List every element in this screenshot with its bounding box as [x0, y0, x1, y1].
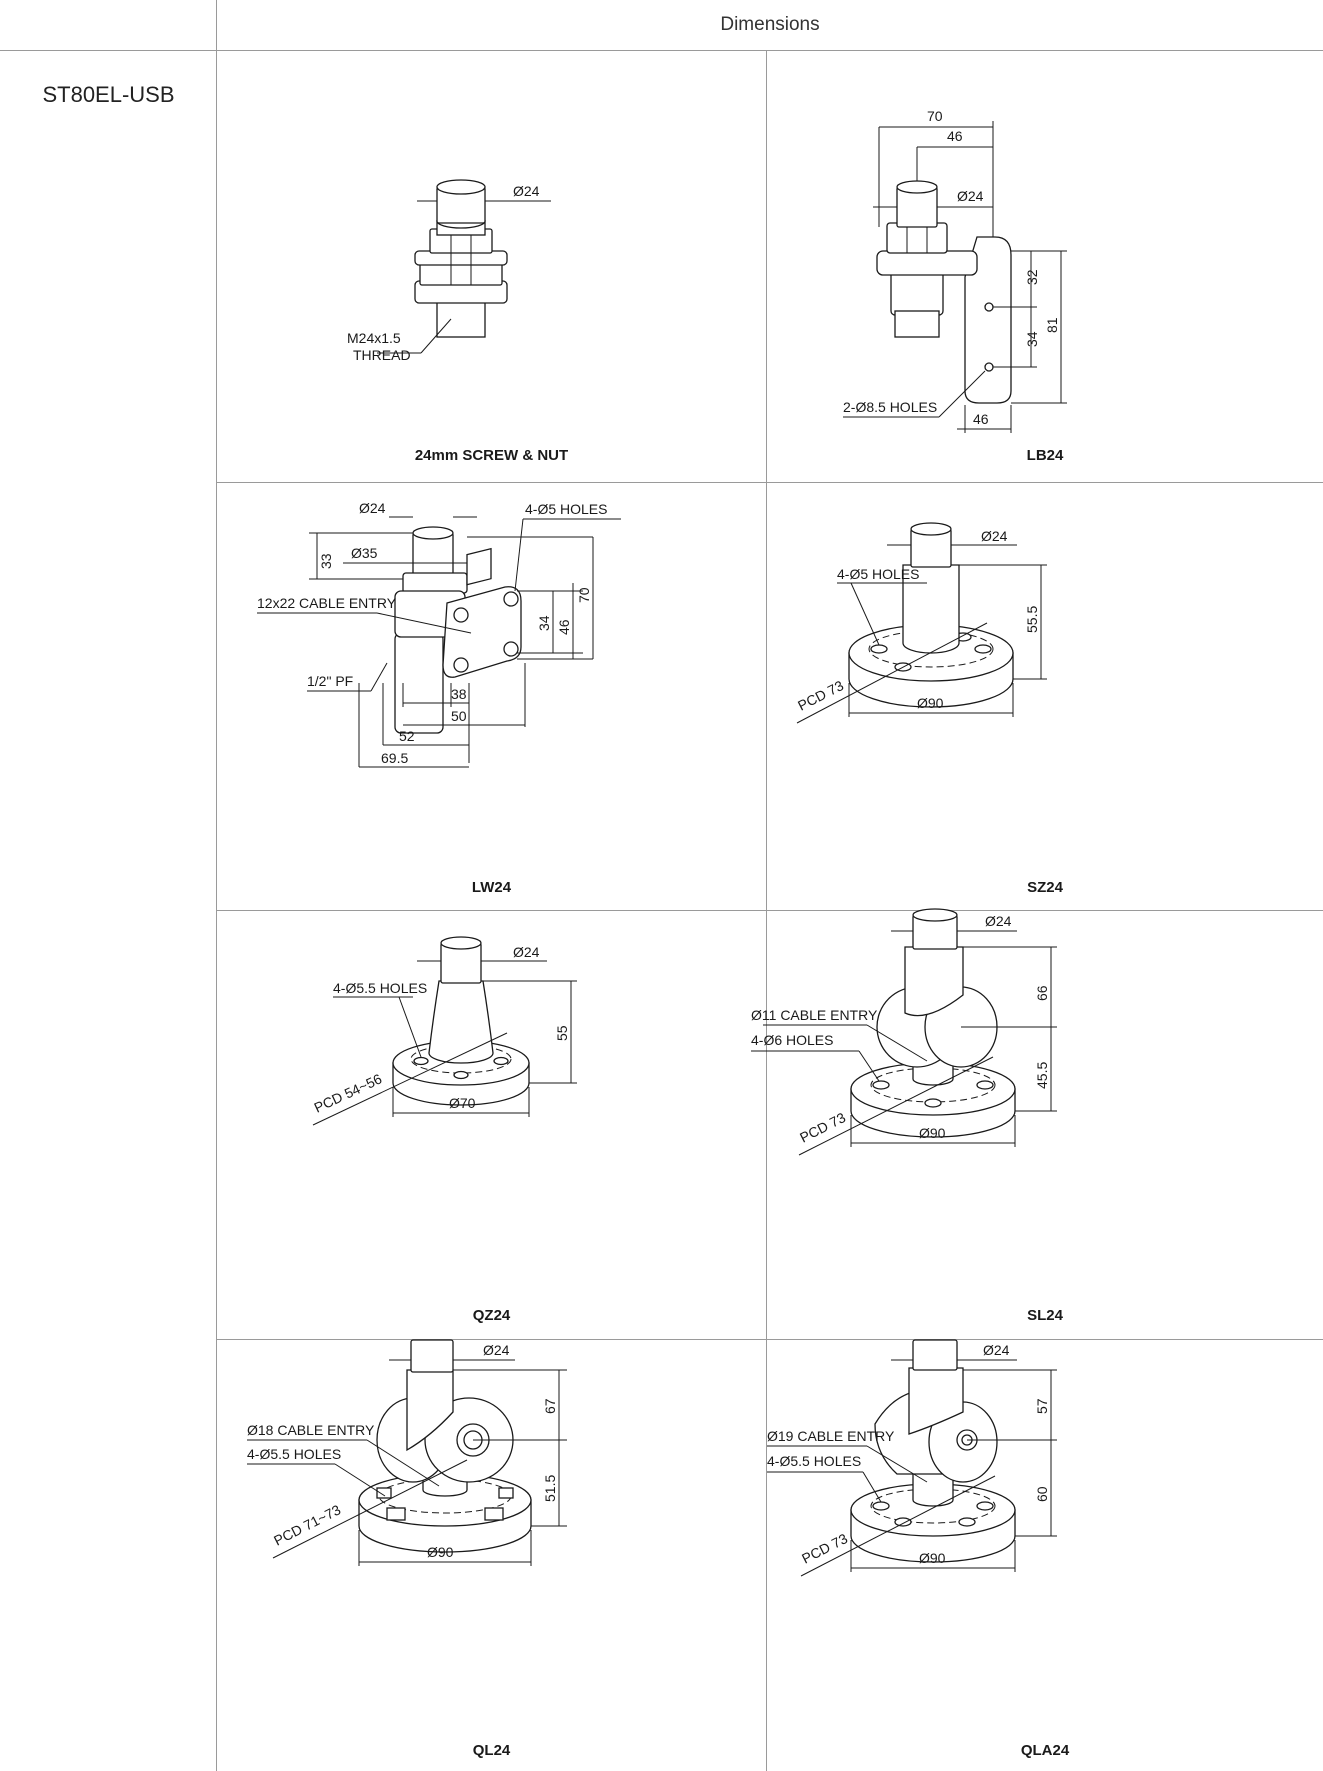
lw24-holes-label: 4-Ø5 HOLES	[525, 501, 607, 517]
sl24-dim-66: 66	[1034, 985, 1050, 1001]
ql24-dim-67: 67	[542, 1398, 558, 1414]
lw24-dim-d35: Ø35	[351, 545, 378, 561]
qz24-drawing: Ø24 4-Ø5.5 HOLES 55 PCD 54~56 Ø70	[312, 936, 577, 1126]
lb24-dim-46-top: 46	[947, 128, 963, 144]
qz24-dim-55: 55	[554, 1025, 570, 1041]
sz24-dim-555: 55.5	[1024, 606, 1040, 633]
cell-lb24: 70 46 Ø24 32 34 81 2-Ø8.5 HOLES 46 LB24	[767, 51, 1323, 482]
ql24-holes-label: 4-Ø5.5 HOLES	[247, 1446, 341, 1462]
sz24-pcd-label: PCD 73	[795, 677, 846, 714]
header-bottom-rule	[0, 50, 1323, 51]
row-rule-1	[217, 482, 1323, 483]
cell-lw24: Ø24 4-Ø5 HOLES 33 Ø35 12x22 CABLE ENTRY …	[217, 483, 766, 910]
lw24-dim-46: 46	[556, 619, 572, 635]
label-column-rule	[216, 0, 217, 1771]
model-name: ST80EL-USB	[42, 82, 175, 107]
lw24-pf-label: 1/2" PF	[307, 673, 353, 689]
qz24-dim-d70: Ø70	[449, 1095, 476, 1111]
lw24-dim-33: 33	[318, 553, 334, 569]
cell-qz24: Ø24 4-Ø5.5 HOLES 55 PCD 54~56 Ø70 QZ24	[217, 911, 766, 1339]
row-rule-2	[217, 910, 1323, 911]
lb24-drawing: 70 46 Ø24 32 34 81 2-Ø8.5 HOLES 46	[843, 108, 1067, 433]
ql24-dim-d24: Ø24	[483, 1342, 510, 1358]
screw-nut-drawing: Ø24 M24x1.5 THREAD	[347, 179, 551, 363]
sl24-drawing: Ø24 66 45.5 Ø11 CABLE ENTRY 4-Ø6 HOLES P…	[751, 908, 1057, 1156]
lb24-dim-46-bottom: 46	[973, 411, 989, 427]
lw24-cable-label: 12x22 CABLE ENTRY	[257, 595, 397, 611]
sl24-dim-d90: Ø90	[919, 1125, 946, 1141]
caption-lb24: LB24	[1026, 447, 1064, 464]
lw24-dim-70: 70	[576, 587, 592, 603]
caption-sl24: SL24	[1027, 1307, 1063, 1324]
row-rule-3	[217, 1339, 1323, 1340]
sl24-cable-label: Ø11 CABLE ENTRY	[751, 1007, 878, 1023]
cell-sz24: Ø24 4-Ø5 HOLES 55.5 PCD 73 Ø90 SZ24	[767, 483, 1323, 910]
sz24-dim-d24: Ø24	[981, 528, 1008, 544]
lb24-dim-34: 34	[1024, 331, 1040, 347]
ql24-cable-label: Ø18 CABLE ENTRY	[247, 1422, 375, 1438]
caption-lw24: LW24	[471, 879, 512, 896]
caption-screw-nut: 24mm SCREW & NUT	[414, 447, 569, 464]
qla24-dim-d90: Ø90	[919, 1550, 946, 1566]
caption-qla24: QLA24	[1020, 1742, 1070, 1759]
lw24-dim-38: 38	[451, 686, 467, 702]
ql24-dim-d90: Ø90	[427, 1544, 454, 1560]
screw-thread-label-1: M24x1.5	[347, 330, 401, 346]
qz24-holes-label: 4-Ø5.5 HOLES	[333, 980, 427, 996]
lw24-dim-d24: Ø24	[359, 500, 386, 516]
lw24-dim-34: 34	[536, 615, 552, 631]
sz24-dim-d90: Ø90	[917, 695, 944, 711]
cell-screw-nut: Ø24 M24x1.5 THREAD 24mm SCREW & NUT	[217, 51, 766, 482]
cell-qla24: Ø24 57 60 Ø19 CABLE ENTRY 4-Ø5.5 HOLES P…	[767, 1339, 1323, 1771]
lb24-dim-d24: Ø24	[957, 188, 984, 204]
qla24-holes-label: 4-Ø5.5 HOLES	[767, 1453, 861, 1469]
sl24-dim-d24: Ø24	[985, 913, 1012, 929]
screw-dim-d24: Ø24	[513, 183, 540, 199]
qla24-pcd-label: PCD 73	[799, 1530, 850, 1567]
cell-sl24: Ø24 66 45.5 Ø11 CABLE ENTRY 4-Ø6 HOLES P…	[751, 908, 1323, 1339]
qla24-drawing: Ø24 57 60 Ø19 CABLE ENTRY 4-Ø5.5 HOLES P…	[767, 1339, 1057, 1577]
qla24-dim-57: 57	[1034, 1398, 1050, 1414]
dimensions-header: Dimensions	[720, 14, 820, 35]
sz24-holes-label: 4-Ø5 HOLES	[837, 566, 919, 582]
qla24-dim-60: 60	[1034, 1486, 1050, 1502]
qla24-dim-d24: Ø24	[983, 1342, 1010, 1358]
ql24-dim-515: 51.5	[542, 1475, 558, 1502]
caption-qz24: QZ24	[472, 1307, 511, 1324]
caption-ql24: QL24	[472, 1742, 511, 1759]
cell-ql24: Ø24 67 51.5 Ø18 CABLE ENTRY 4-Ø5.5 HOLES…	[217, 1339, 766, 1771]
qla24-cable-label: Ø19 CABLE ENTRY	[767, 1428, 895, 1444]
lb24-dim-32: 32	[1024, 269, 1040, 285]
sl24-holes-label: 4-Ø6 HOLES	[751, 1032, 833, 1048]
ql24-pcd-label: PCD 71~73	[271, 1501, 343, 1548]
ql24-drawing: Ø24 67 51.5 Ø18 CABLE ENTRY 4-Ø5.5 HOLES…	[247, 1339, 567, 1566]
lw24-dim-695: 69.5	[381, 750, 408, 766]
qz24-dim-d24: Ø24	[513, 944, 540, 960]
sz24-drawing: Ø24 4-Ø5 HOLES 55.5 PCD 73 Ø90	[795, 522, 1047, 724]
lb24-dim-81: 81	[1044, 317, 1060, 333]
lw24-dim-50: 50	[451, 708, 467, 724]
caption-sz24: SZ24	[1027, 879, 1063, 896]
lb24-dim-70: 70	[927, 108, 943, 124]
lw24-drawing: Ø24 4-Ø5 HOLES 33 Ø35 12x22 CABLE ENTRY …	[257, 500, 621, 768]
lw24-dim-52: 52	[399, 728, 415, 744]
sl24-pcd-label: PCD 73	[797, 1109, 848, 1146]
lb24-holes-label: 2-Ø8.5 HOLES	[843, 399, 937, 415]
screw-thread-label-2: THREAD	[353, 347, 411, 363]
sl24-dim-455: 45.5	[1034, 1062, 1050, 1089]
